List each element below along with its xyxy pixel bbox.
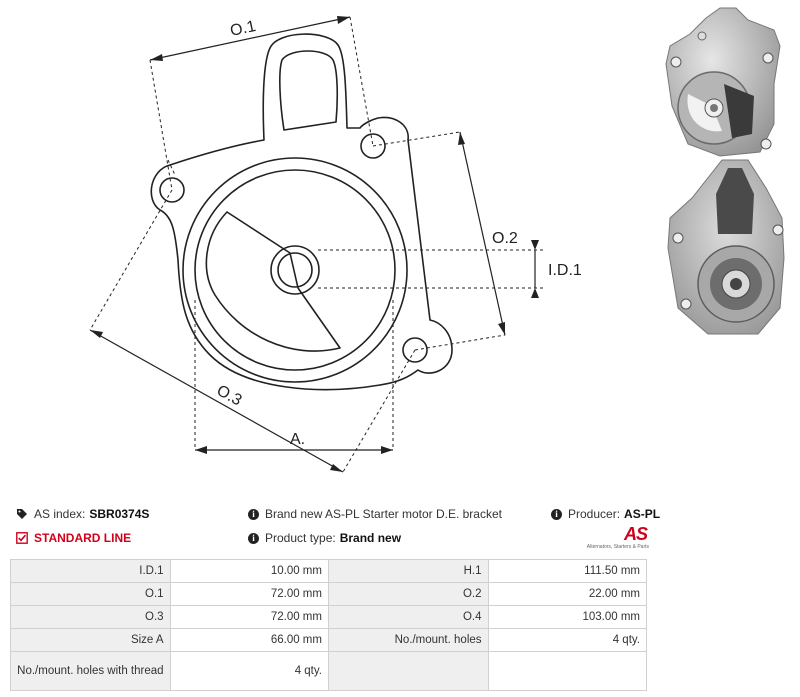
param-value: 4 qty. <box>169 651 329 691</box>
param-value: 10.00 mm <box>169 559 329 583</box>
table-row: No./mount. holes with thread 4 qty. <box>10 651 648 691</box>
table-row: O.1 72.00 mm O.2 22.00 mm <box>10 582 648 606</box>
label-o2: O.2 <box>492 230 518 247</box>
bracket-outline <box>150 33 453 391</box>
param-value: 72.00 mm <box>169 605 329 629</box>
tag-icon <box>17 509 27 519</box>
label-a: A. <box>290 431 305 448</box>
label-o3: O.3 <box>214 382 245 409</box>
center-hole-outer <box>270 245 320 295</box>
param-value: 111.50 mm <box>487 559 648 583</box>
standard-line-label: STANDARD LINE <box>34 531 132 545</box>
as-pl-logo: AS Alternators, Starters & Parts <box>585 524 649 552</box>
param-key: No./mount. holes <box>327 628 489 652</box>
logo-tagline: Alternators, Starters & Parts <box>586 544 649 550</box>
logo-mark: AS <box>623 524 648 544</box>
technical-drawing: O.1 O.2 I.D.1 O.3 A. <box>89 16 582 473</box>
product-type-label: Product type: <box>265 531 336 545</box>
label-o1: O.1 <box>229 18 258 40</box>
producer-value: AS-PL <box>624 507 661 521</box>
mount-hole-bottom-right <box>402 337 428 363</box>
product-photo-front <box>665 7 781 157</box>
product-type: i Product type: Brand new <box>248 531 401 545</box>
param-value: 22.00 mm <box>487 582 648 606</box>
mount-hole-left <box>159 177 185 203</box>
product-photo-back <box>667 159 785 335</box>
table-row: I.D.1 10.00 mm H.1 111.50 mm <box>10 559 648 583</box>
bracket-loop-inner <box>279 50 339 131</box>
as-index-label: AS index: <box>34 507 86 521</box>
product-type-value: Brand new <box>339 531 402 545</box>
param-key: H.1 <box>327 559 489 583</box>
producer: i Producer: AS-PL <box>551 507 660 521</box>
info-icon: i <box>248 532 259 544</box>
label-id1: I.D.1 <box>548 262 582 279</box>
checkbox-checked-icon <box>16 532 28 544</box>
sector-cutout <box>205 211 341 352</box>
table-row: O.3 72.00 mm O.4 103.00 mm <box>10 605 648 629</box>
param-key: I.D.1 <box>10 559 171 583</box>
producer-label: Producer: <box>568 507 621 521</box>
as-index-value: SBR0374S <box>89 507 150 521</box>
param-key: O.2 <box>327 582 489 606</box>
param-key: O.1 <box>10 582 171 606</box>
mount-hole-top-right <box>360 133 386 159</box>
param-key: Size A <box>10 628 171 652</box>
info-icon: i <box>551 508 562 520</box>
table-row: Size A 66.00 mm No./mount. holes 4 qty. <box>10 628 648 652</box>
product-description: i Brand new AS-PL Starter motor D.E. bra… <box>248 507 502 521</box>
param-value <box>487 651 648 691</box>
param-value: 4 qty. <box>487 628 648 652</box>
param-key: O.3 <box>10 605 171 629</box>
param-value: 72.00 mm <box>169 582 329 606</box>
param-value: 103.00 mm <box>487 605 648 629</box>
standard-line-badge: STANDARD LINE <box>16 531 131 545</box>
param-key: No./mount. holes with thread <box>10 651 171 691</box>
product-description-text: Brand new AS-PL Starter motor D.E. brack… <box>265 507 502 521</box>
main-bore-outer <box>182 157 408 383</box>
main-bore-inner <box>194 169 396 371</box>
info-icon: i <box>248 508 259 520</box>
param-key <box>327 651 489 691</box>
param-key: O.4 <box>327 605 489 629</box>
as-index: AS index: SBR0374S <box>16 507 149 521</box>
parameters-table: I.D.1 10.00 mm H.1 111.50 mm O.1 72.00 m… <box>10 559 648 691</box>
param-value: 66.00 mm <box>169 628 329 652</box>
center-hole-inner <box>277 252 313 288</box>
